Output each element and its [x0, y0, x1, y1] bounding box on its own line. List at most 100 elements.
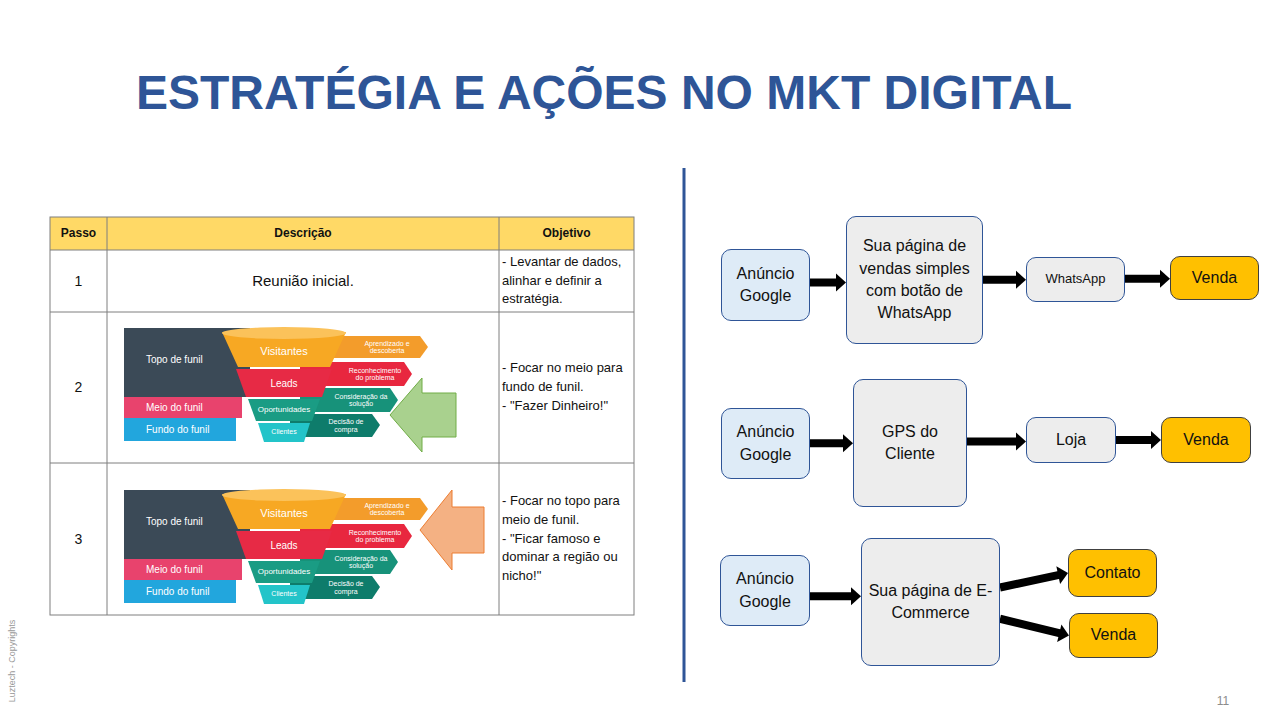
- arrow-shaft: [1000, 575, 1059, 588]
- funnel-label: Clientes: [271, 590, 296, 597]
- step-number: 3: [75, 531, 83, 548]
- funnel-rim: [222, 327, 346, 339]
- funnel-label-box: Aprendizado e descoberta: [352, 498, 422, 520]
- page-number: 11: [1217, 694, 1229, 708]
- funnel-label: Topo de funil: [146, 516, 203, 528]
- arrow-head: [1016, 271, 1026, 289]
- funnel-label: Fundo do funil: [146, 424, 209, 436]
- funnel-label: Fundo do funil: [146, 586, 209, 598]
- process-box: Loja: [1026, 417, 1116, 463]
- process-box: Sua página de E-Commerce: [861, 538, 1000, 666]
- objective-text: - "Fazer Dinheiro!": [502, 397, 632, 416]
- funnel-label-box: Decisão de compra: [318, 414, 374, 437]
- process-box: Sua página de vendas simples com botão d…: [846, 216, 983, 344]
- flow-arrow: [810, 587, 861, 605]
- flow-arrow: [1125, 270, 1170, 288]
- funnel-label: Visitantes: [260, 345, 308, 358]
- table-border: [50, 217, 634, 615]
- process-box: Anúncio Google: [721, 408, 810, 479]
- step-number: 1: [75, 273, 83, 290]
- funnel-label: Topo de funil: [146, 354, 203, 366]
- table-cell: Reunião inicial.: [252, 272, 354, 290]
- funnel-label: Consideração da solução: [330, 393, 392, 408]
- arrow-head: [1151, 431, 1161, 449]
- table-header-cell: Passo: [61, 226, 96, 240]
- page-number-box: 11: [1206, 692, 1240, 710]
- arrow-shaft: [810, 439, 844, 447]
- table-header: [50, 217, 634, 250]
- table-cell: - Focar no meio para fundo de funil.- "F…: [502, 312, 632, 463]
- funnel-stage-band: [124, 418, 236, 441]
- funnel-label-box: Consideração da solução: [330, 550, 392, 574]
- funnel-label: Meio do funil: [146, 564, 203, 576]
- funnel-layer: [248, 399, 320, 421]
- funnel-label-box: Visitantes: [232, 504, 336, 524]
- funnel-layer: [236, 531, 332, 559]
- objective-text: - Focar no topo para meio de funil.: [502, 492, 632, 530]
- funnel-stage-band: [124, 397, 242, 418]
- table-rule: [50, 463, 634, 464]
- orange-arrow: [420, 490, 484, 570]
- funnel-label-box: Decisão de compra: [318, 576, 374, 599]
- objective-text: - Levantar de dados, alinhar e definir a…: [502, 253, 632, 310]
- table-rule: [499, 217, 500, 615]
- arrow-shaft: [1000, 619, 1060, 634]
- node-text: Venda: [1183, 429, 1228, 451]
- funnel-stage-band: [124, 580, 236, 603]
- funnel-layer: [258, 423, 310, 442]
- funnel-label: Decisão de compra: [318, 418, 374, 433]
- divider-line: [683, 168, 686, 682]
- flow-arrow: [1000, 619, 1069, 642]
- table-rule: [50, 250, 634, 251]
- node-text: Anúncio Google: [728, 421, 803, 466]
- node-text: Sua página de vendas simples com botão d…: [853, 235, 976, 325]
- arrow-shaft: [810, 279, 837, 287]
- arrow-head: [1016, 433, 1026, 451]
- process-box: WhatsApp: [1026, 257, 1125, 302]
- funnel-layer: [248, 561, 320, 583]
- funnel-label-box: Oportunidades: [250, 565, 318, 579]
- table-cell-box: Reunião inicial.: [107, 250, 499, 312]
- funnel-label-box: Fundo do funil: [146, 420, 236, 440]
- step-number-box: 3: [50, 463, 107, 615]
- funnel-label-box: Fundo do funil: [146, 582, 236, 602]
- watermark: Luztech - Copyrights: [5, 609, 19, 713]
- funnel-label-box: Visitantes: [232, 342, 336, 362]
- result-box: Venda: [1170, 256, 1259, 300]
- arrow-shaft: [983, 276, 1017, 284]
- funnel-label: Consideração da solução: [330, 555, 392, 570]
- arrow-head: [851, 587, 861, 605]
- table-cell: - Levantar de dados, alinhar e definir a…: [502, 250, 632, 312]
- funnel-label-box: Meio do funil: [146, 560, 236, 580]
- arrow-shaft: [1116, 436, 1152, 444]
- flow-arrow: [810, 434, 853, 452]
- node-text: Sua página de E-Commerce: [868, 580, 993, 625]
- node-text: Loja: [1056, 429, 1086, 451]
- funnel-label: Visitantes: [260, 507, 308, 520]
- flow-arrow: [967, 433, 1026, 451]
- slide-title: ESTRATÉGIA E AÇÕES NO MKT DIGITAL: [136, 64, 1072, 122]
- flow-arrow: [1000, 566, 1068, 587]
- step-number-box: 1: [50, 250, 107, 312]
- funnel-label-box: Consideração da solução: [330, 388, 392, 412]
- flow-arrow: [810, 274, 846, 292]
- table-header-cell-box: Passo: [50, 217, 107, 250]
- funnel-label: Aprendizado e descoberta: [352, 340, 422, 355]
- funnel-label: Aprendizado e descoberta: [352, 502, 422, 517]
- result-box: Contato: [1068, 549, 1157, 597]
- node-text: Anúncio Google: [727, 568, 803, 613]
- funnel-label: Reconhecimento do problema: [344, 529, 406, 544]
- arrow-head: [1057, 624, 1069, 641]
- arrow-shaft: [967, 438, 1017, 446]
- arrow-head: [1056, 566, 1068, 584]
- funnel-label-box: Clientes: [260, 425, 308, 439]
- funnel-label-box: Topo de funil: [146, 512, 236, 532]
- funnel-label: Decisão de compra: [318, 580, 374, 595]
- table-header-cell-box: Descrição: [107, 217, 499, 250]
- flow-arrow: [1116, 431, 1161, 449]
- funnel-label-box: Topo de funil: [146, 350, 236, 370]
- node-text: Anúncio Google: [728, 263, 803, 308]
- arrow-head: [843, 434, 853, 452]
- table-header-cell-box: Objetivo: [499, 217, 634, 250]
- table-rule: [107, 217, 108, 615]
